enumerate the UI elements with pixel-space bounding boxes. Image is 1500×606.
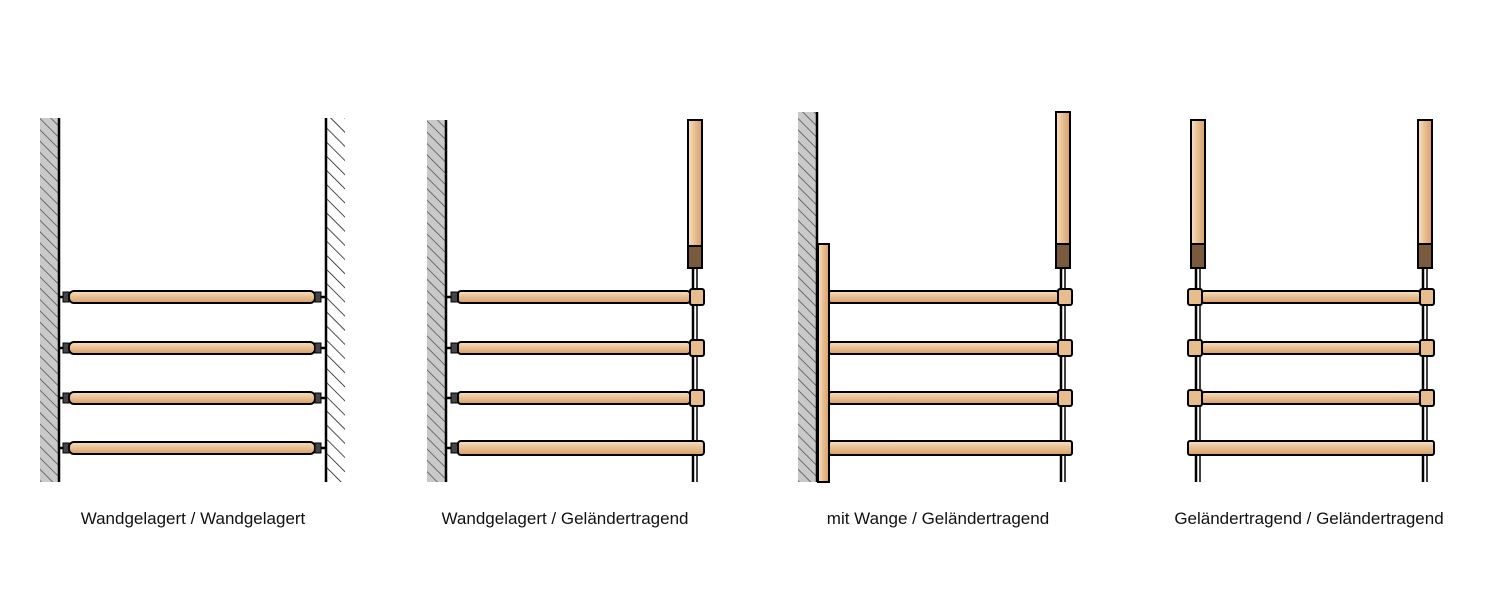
tread-4 bbox=[1187, 440, 1435, 456]
treads bbox=[446, 288, 705, 456]
tread-1 bbox=[59, 290, 326, 304]
tread-4 bbox=[59, 441, 326, 455]
tread-1 bbox=[828, 288, 1073, 306]
treads bbox=[59, 290, 326, 455]
treads bbox=[1187, 288, 1435, 456]
tread-2 bbox=[1187, 339, 1435, 357]
tread-3 bbox=[446, 389, 705, 407]
post-cap bbox=[1417, 243, 1433, 269]
tread-1 bbox=[446, 288, 705, 306]
panel-wall-wall bbox=[40, 118, 345, 482]
caption-wall-wall: Wandgelagert / Wandgelagert bbox=[80, 509, 306, 528]
caption-stringer-railing: mit Wange / Geländertragend bbox=[826, 509, 1050, 528]
tread-3 bbox=[828, 389, 1073, 407]
tread-3 bbox=[59, 391, 326, 405]
left-wall bbox=[798, 112, 817, 482]
treads bbox=[828, 288, 1073, 456]
post-cap bbox=[687, 245, 703, 269]
panel-wall-railing bbox=[427, 119, 705, 482]
post-cap bbox=[1190, 243, 1206, 269]
tread-2 bbox=[828, 339, 1073, 357]
panel-railing-railing bbox=[1187, 119, 1435, 482]
tread-3 bbox=[1187, 389, 1435, 407]
tread-1 bbox=[1187, 288, 1435, 306]
tread-4 bbox=[446, 440, 705, 456]
caption-wall-railing: Wandgelagert / Geländertragend bbox=[441, 509, 689, 528]
caption-railing-railing: Geländertragend / Geländertragend bbox=[1174, 509, 1444, 528]
stringer bbox=[817, 243, 830, 483]
left-wall bbox=[40, 118, 59, 482]
tread-2 bbox=[446, 339, 705, 357]
tread-2 bbox=[59, 341, 326, 355]
tread-4 bbox=[828, 440, 1073, 456]
right-wall bbox=[326, 118, 345, 482]
left-wall bbox=[427, 120, 446, 482]
panel-stringer-railing bbox=[798, 111, 1073, 483]
post-cap bbox=[1055, 243, 1071, 269]
